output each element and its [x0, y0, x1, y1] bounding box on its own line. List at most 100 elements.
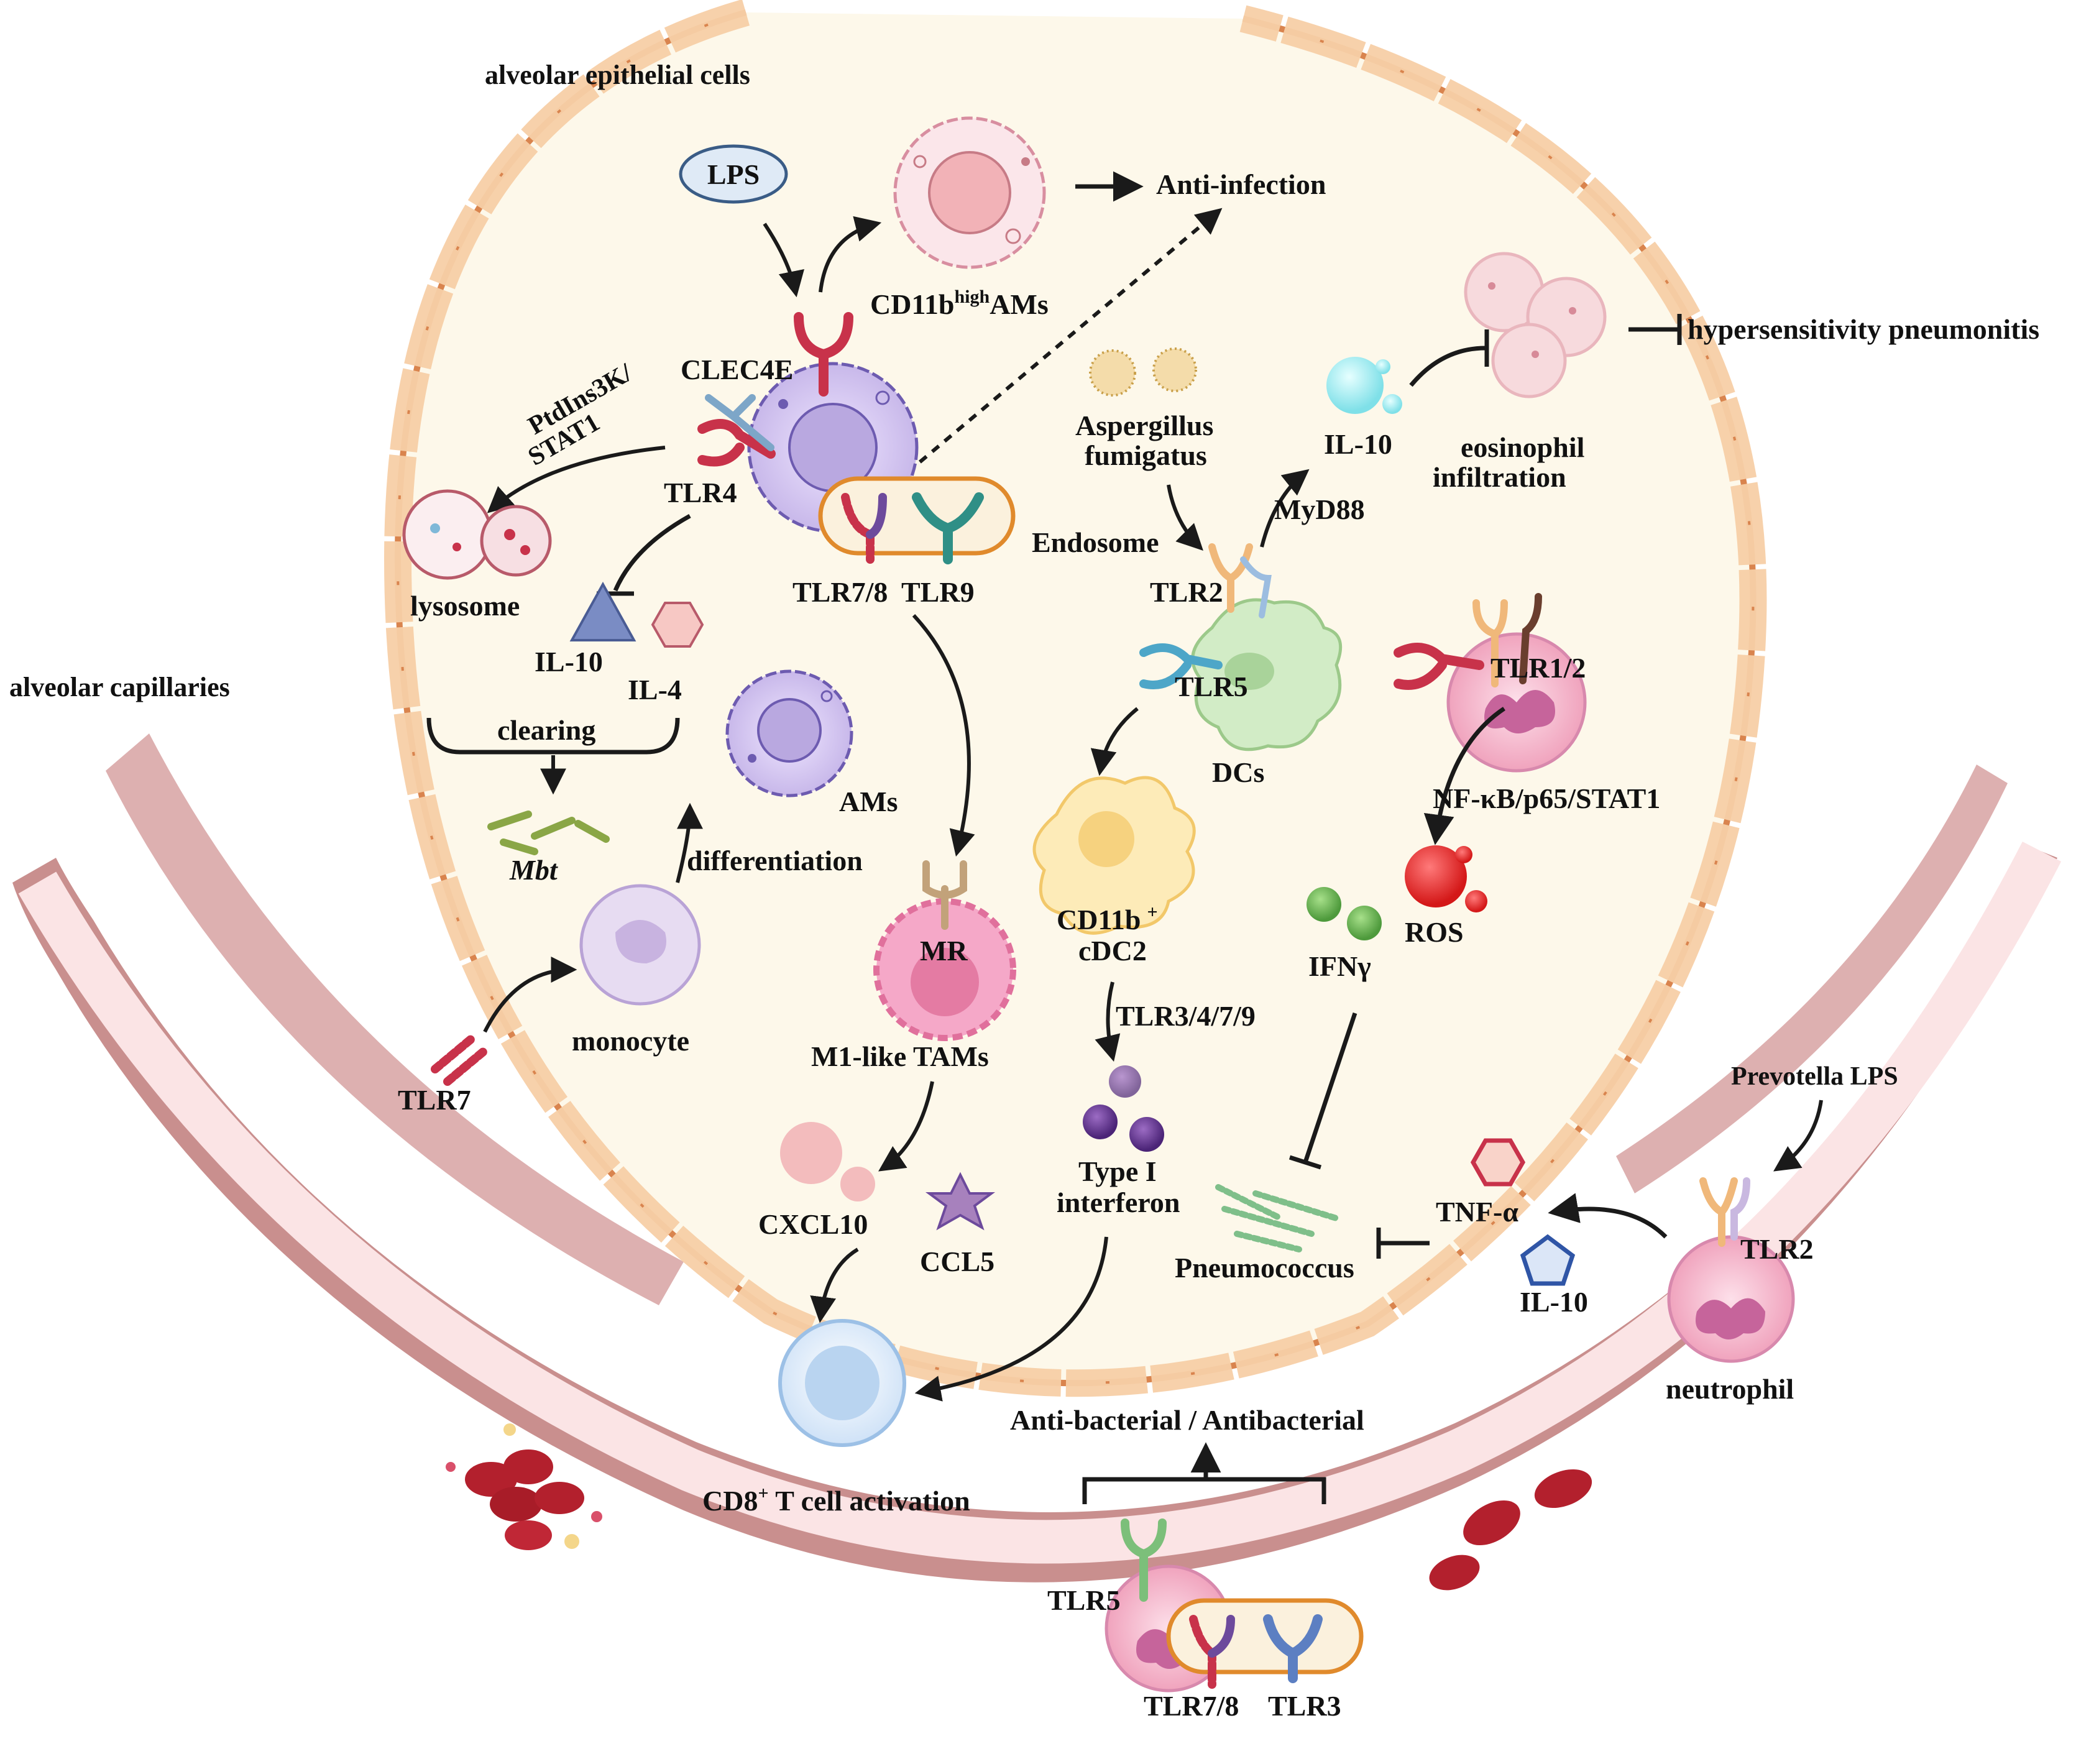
arrow-lps-to-tlr4: [763, 223, 804, 298]
label-tlr2-dc: TLR2: [1150, 576, 1223, 608]
tlr9-endosome-receptor: [912, 492, 984, 564]
tlr2-neutrophil-receptor: [1699, 1177, 1750, 1247]
label-cd11b-high-ams: CD11bhighAMs: [870, 287, 1049, 320]
arrow-tlr4-to-cd11b-am: [819, 216, 882, 293]
label-type1: Type I: [1078, 1155, 1157, 1187]
arrow-ifn-to-cd8: [914, 1236, 1108, 1402]
tlr3-bottom-receptor: [1263, 1614, 1323, 1683]
label-lysosome: lysosome: [410, 590, 520, 622]
label-tlr12: TLR1/2: [1490, 652, 1586, 684]
clearing-bracket: [426, 717, 680, 755]
tlr7-receptor-left: [431, 1034, 489, 1086]
label-differentiation: differentiation: [687, 845, 863, 876]
clec4e-receptor: [705, 394, 774, 451]
label-myd88: MyD88: [1274, 494, 1365, 525]
label-il10-right: IL-10: [1520, 1286, 1588, 1318]
arrow-monocyte-to-ams: [676, 802, 703, 883]
label-monocyte: monocyte: [572, 1025, 689, 1057]
cd8-t-cell: [778, 1319, 906, 1447]
label-tlr5-bottom: TLR5: [1047, 1584, 1121, 1616]
arrow-dcs-to-cdc2: [1090, 707, 1139, 776]
label-interferon: interferon: [1057, 1187, 1180, 1218]
alveolus: [384, 0, 1767, 1397]
tlr4-receptor-top: [794, 312, 853, 397]
label-tlr3-bottom: TLR3: [1268, 1690, 1341, 1722]
dc-cell: [1191, 598, 1343, 751]
m1-tam-cell: [873, 898, 1016, 1041]
monocyte-cell: [579, 884, 701, 1006]
tlr5-bottom-receptor: [1121, 1518, 1167, 1602]
label-prevotella: Prevotella LPS: [1731, 1062, 1898, 1091]
il4-hexagon-icon: [651, 602, 704, 648]
label-tlr9: TLR9: [901, 576, 975, 608]
label-ams: AMs: [839, 786, 898, 817]
label-tlr3479: TLR3/4/7/9: [1116, 1000, 1256, 1032]
label-cd8: CD8+ T cell activation: [702, 1483, 970, 1517]
inhibit-bar-pneumococcus-top: [1288, 1155, 1322, 1170]
arrow-tlr12-to-ros: [1423, 707, 1505, 845]
label-mbt: Mbt: [509, 854, 558, 886]
label-ifng: IFNγ: [1308, 950, 1371, 982]
lps-label: LPS: [707, 158, 760, 190]
lysosome: [402, 489, 552, 580]
arrow-endosome-to-m1: [912, 613, 975, 857]
aspergillus-fumigatus-icon: [1089, 347, 1197, 397]
cd11b-high-am-cell: [893, 116, 1046, 269]
label-alveolar-capillaries: alveolar capillaries: [9, 672, 230, 702]
label-il10-left: IL-10: [535, 646, 603, 678]
ccl5-star-icon: [925, 1172, 996, 1231]
arrow-prevotella-to-tlr2: [1773, 1100, 1823, 1172]
dashed-arrow-endosome-to-anti-infection: [906, 208, 1223, 474]
label-m1-tams: M1-like TAMs: [811, 1040, 989, 1072]
label-anti-infection: Anti-infection: [1156, 168, 1326, 200]
arrow-tlr4-to-lysosome: [487, 446, 666, 513]
inhibit-ifng-to-pneumococcus: [1303, 1012, 1357, 1164]
label-clearing: clearing: [497, 714, 595, 746]
label-tlr78-top: TLR7/8: [792, 576, 888, 608]
label-clec4e: CLEC4E: [681, 354, 793, 385]
alveolar-capillary: [12, 733, 2062, 1583]
label-ros: ROS: [1405, 916, 1464, 948]
label-tlr7: TLR7: [398, 1084, 471, 1116]
label-tlr2-neutrophil: TLR2: [1740, 1233, 1814, 1265]
arrow-tlr7-to-monocyte: [483, 957, 577, 1033]
label-hypersensitivity-pneumonitis: hypersensitivity pneumonitis: [1688, 313, 2039, 345]
label-tlr78-bottom: TLR7/8: [1144, 1690, 1239, 1722]
arrow-tlr2-to-il10: [1260, 469, 1310, 548]
label-neutrophil: neutrophil: [1666, 1373, 1794, 1405]
arrow-chemokines-to-cd8: [810, 1247, 859, 1323]
tnfa-hexagon-icon: [1470, 1138, 1526, 1187]
mr-receptor: [922, 860, 967, 930]
cxcl10-chemokine-icon: [780, 1122, 875, 1201]
pneumococcus-bacteria-icon: [1215, 1184, 1339, 1252]
tlr5-dc-receptor: [1139, 643, 1223, 689]
label-eosinophil: eosinophil: [1461, 431, 1584, 463]
label-fumigatus: fumigatus: [1085, 439, 1207, 471]
ifng-icon: [1307, 887, 1382, 940]
tlr78-endosome-receptor: [841, 493, 887, 564]
ros-icon: [1405, 845, 1487, 912]
mbt-bacteria-icon: [487, 811, 610, 855]
label-cd11b-cdc2-line1: CD11b+: [1057, 902, 1158, 935]
eosinophil-cluster: [1464, 252, 1607, 398]
label-il4: IL-4: [628, 674, 682, 705]
red-blood-cells-right: [1429, 1469, 1592, 1591]
red-blood-cells-left: [446, 1423, 602, 1550]
label-ccl5: CCL5: [920, 1246, 994, 1277]
label-aspergillus: Aspergillus: [1075, 410, 1213, 441]
label-cdc2: cDC2: [1078, 935, 1147, 967]
arrow-m1-to-cxcl10: [878, 1081, 934, 1172]
tlr12-receptors: [1394, 593, 1542, 690]
label-mr: MR: [920, 935, 968, 967]
label-dcs: DCs: [1212, 756, 1264, 788]
label-tlr5-dc: TLR5: [1175, 671, 1248, 702]
label-cxcl10: CXCL10: [758, 1208, 868, 1240]
neutrophil-cell: [1667, 1235, 1795, 1363]
label-anti-bacterial: Anti-bacterial / Antibacterial: [1010, 1404, 1364, 1436]
arrow-neutrophil-to-tnfa: [1548, 1193, 1668, 1239]
il10-pentagon-icon: [1520, 1234, 1576, 1286]
label-infiltration: infiltration: [1433, 461, 1566, 493]
arrow-cdc2-to-ifn: [1095, 981, 1121, 1062]
cd11b-cdc2-cell: [1032, 776, 1196, 935]
